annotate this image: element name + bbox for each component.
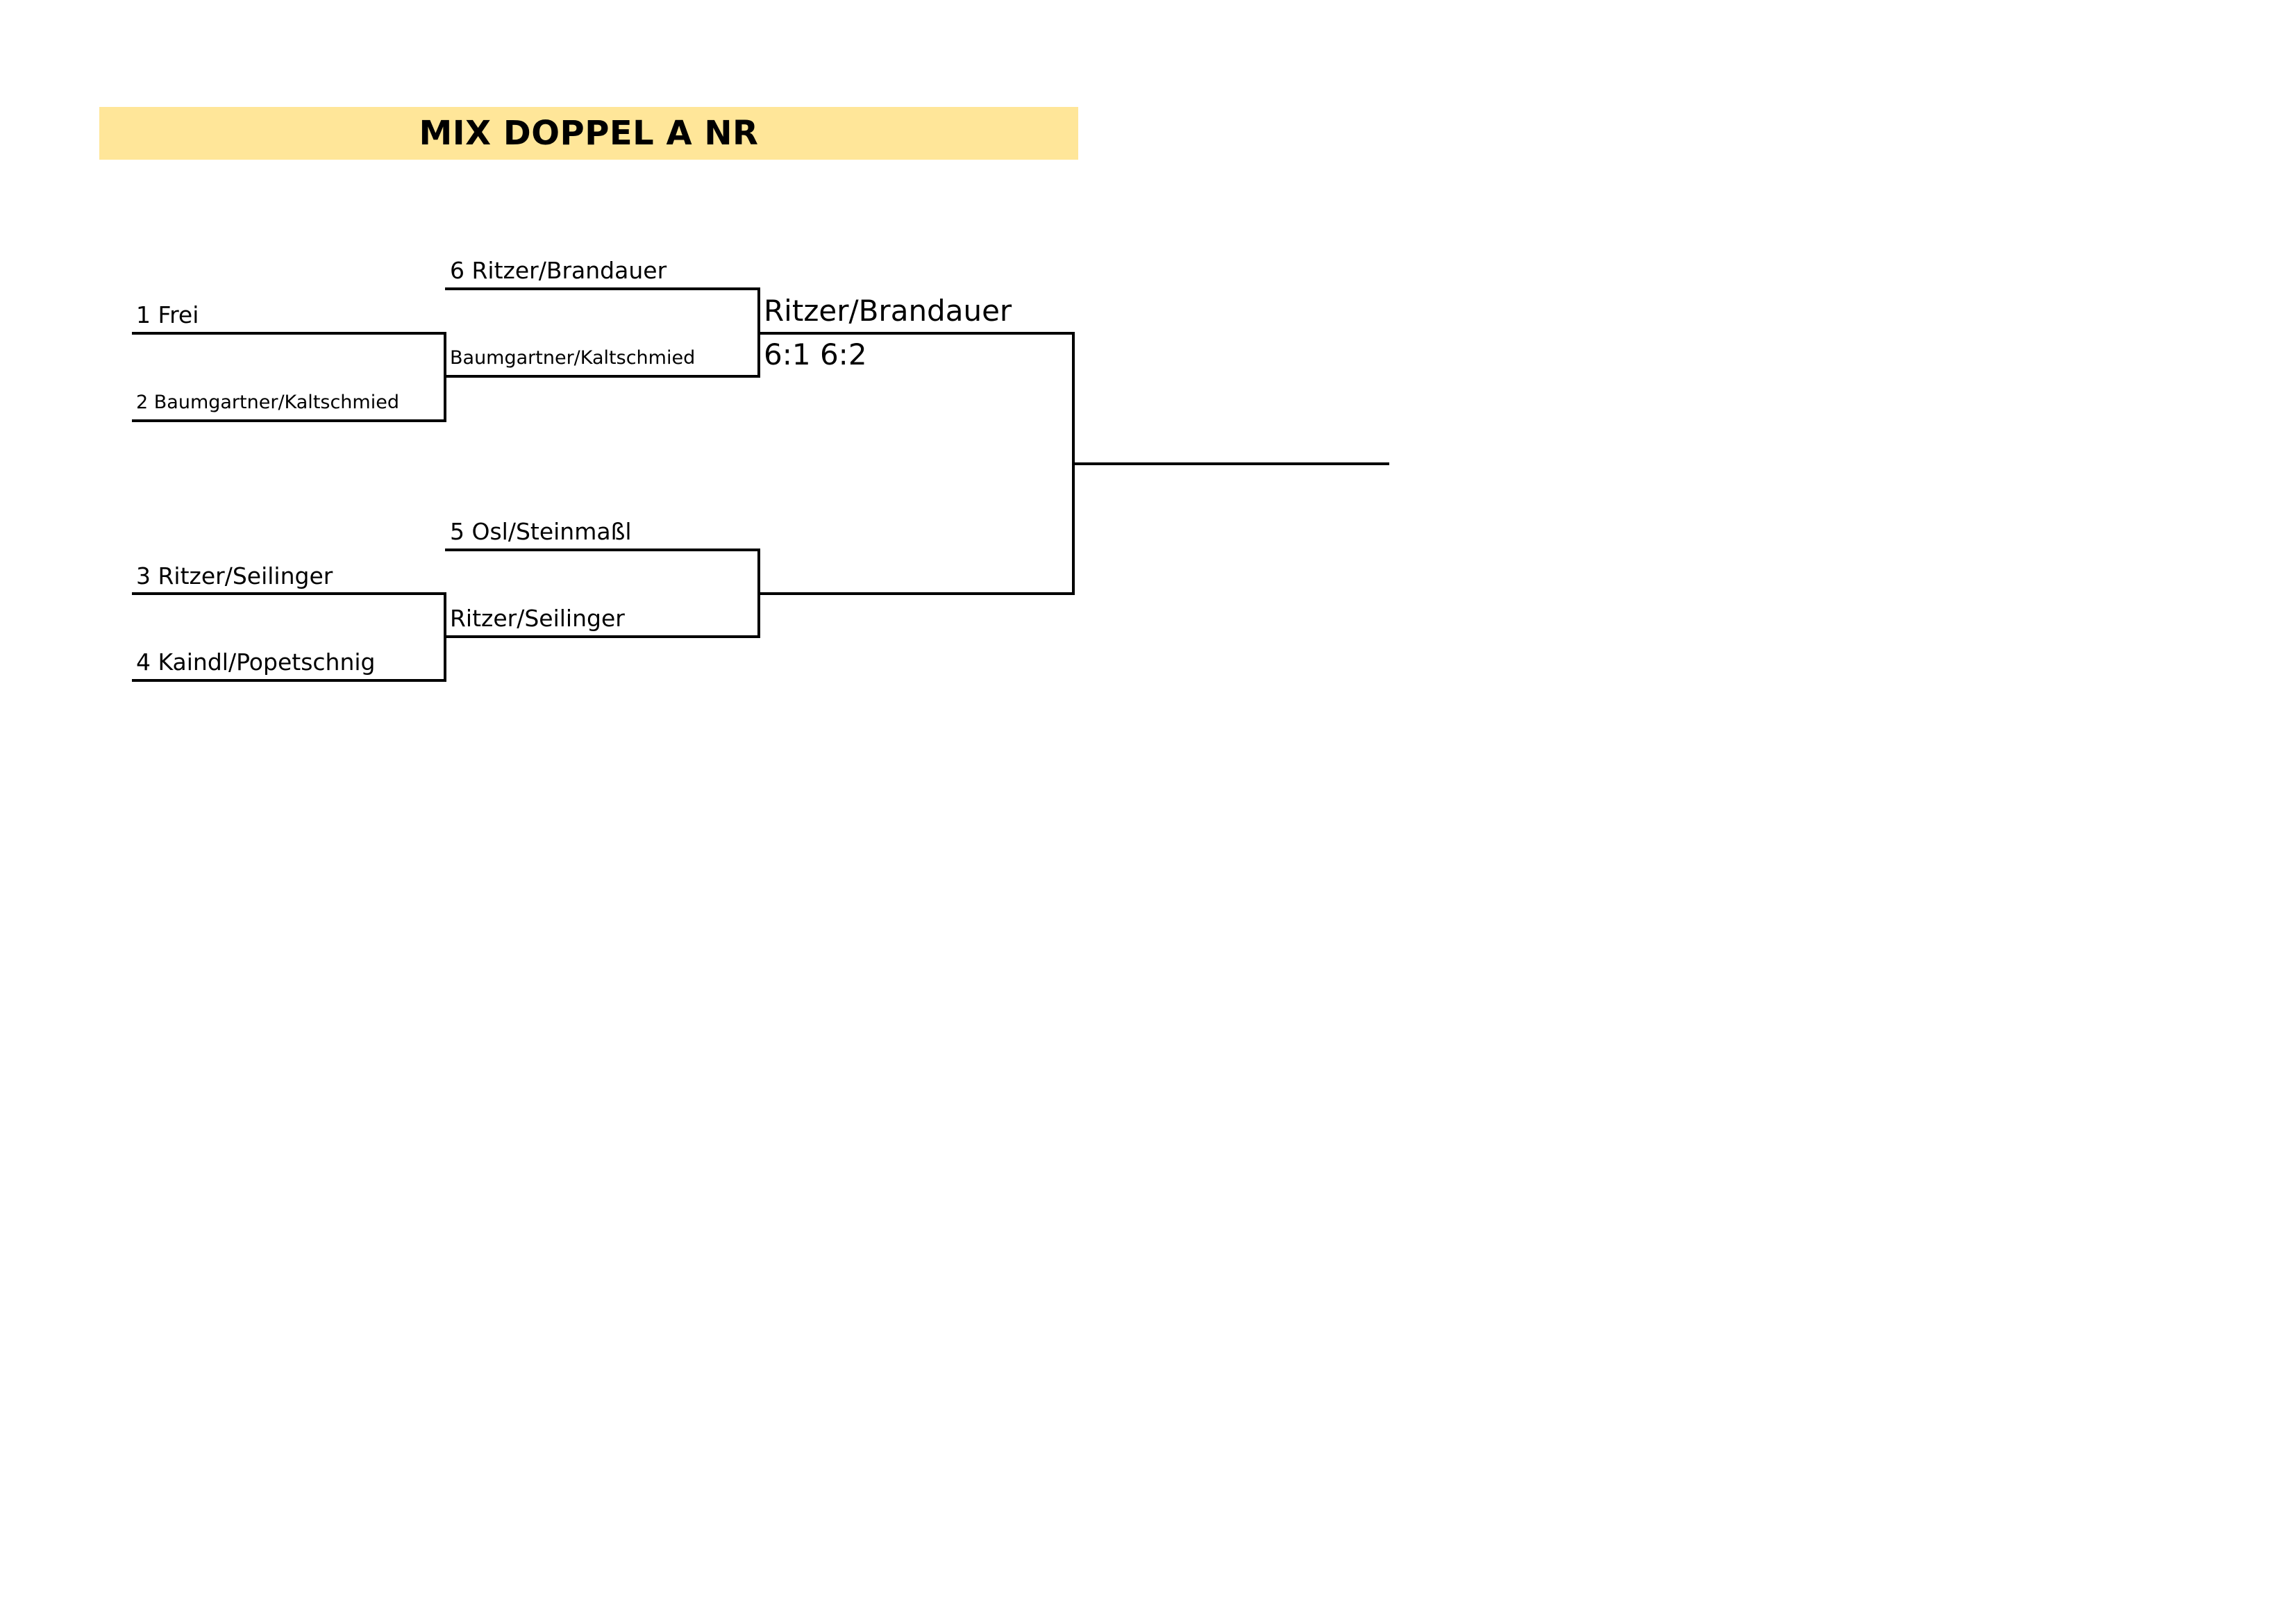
entry-4-name: 4 Kaindl/Popetschnig: [136, 648, 376, 676]
seed-5-name: 5 Osl/Steinmaßl: [450, 518, 632, 545]
title-banner: MIX DOPPEL A NR: [99, 107, 1078, 160]
seed-5-line: [445, 549, 760, 551]
entry-1-name: 1 Frei: [136, 301, 199, 328]
entry-2-name: 2 Baumgartner/Kaltschmied: [136, 392, 399, 413]
semifinal-top-line: [759, 332, 1075, 335]
winner-1-2-name: Baumgartner/Kaltschmied: [450, 347, 696, 369]
semifinal-top-winner: Ritzer/Brandauer: [764, 294, 1012, 328]
semifinal-bottom-line: [759, 592, 1075, 595]
entry-2-line: [132, 419, 446, 422]
seed-6-line: [445, 287, 760, 290]
entry-4-line: [132, 679, 446, 682]
entry-3-name: 3 Ritzer/Seilinger: [136, 562, 333, 589]
winner-3-4-name: Ritzer/Seilinger: [450, 605, 625, 632]
bracket-title: MIX DOPPEL A NR: [419, 114, 759, 153]
seed-6-name: 6 Ritzer/Brandauer: [450, 257, 667, 284]
final-winner-line: [1073, 462, 1389, 465]
entry-1-line: [132, 332, 446, 335]
semifinal-top-score: 6:1 6:2: [764, 337, 867, 371]
entry-3-line: [132, 592, 446, 595]
winner-3-4-line: [445, 635, 760, 638]
winner-1-2-line: [445, 375, 760, 378]
